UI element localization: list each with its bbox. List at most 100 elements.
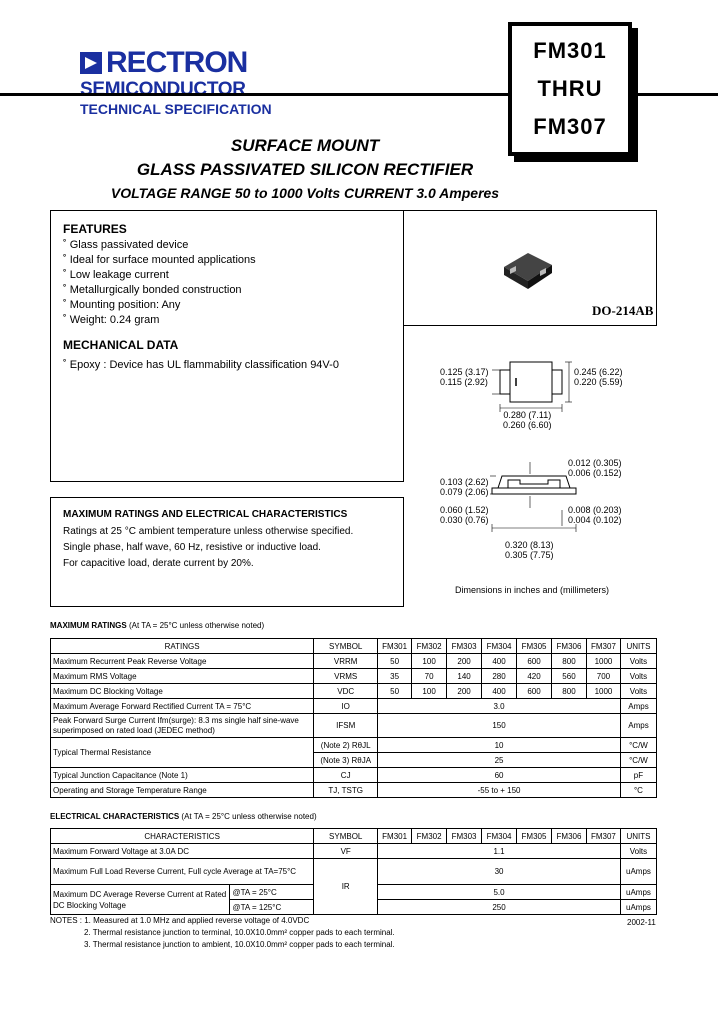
dim-value: 0.125 (3.17) [440, 367, 489, 377]
dim-value: 0.008 (0.203) [568, 505, 622, 515]
cell: 700 [585, 668, 621, 684]
dim-value: 0.305 (7.75) [505, 550, 554, 560]
row-label: Peak Forward Surge Current Ifm(surge): 8… [49, 713, 315, 738]
table-row: Typical Thermal Resistance (Note 2) RθJL… [49, 737, 658, 768]
cell: 280 [481, 668, 518, 684]
table-row: Maximum Average Forward Rectified Curren… [49, 698, 658, 714]
electrical-table: CHARACTERISTICS SYMBOL FM301 FM302 FM303… [49, 828, 658, 915]
cell: 200 [446, 683, 483, 699]
cell: 100 [411, 683, 448, 699]
package-image [504, 253, 552, 289]
table-row: Maximum DC Blocking Voltage VDC 50 100 2… [49, 683, 658, 699]
dim-value: 0.030 (0.76) [440, 515, 489, 525]
part-line-2: THRU [537, 76, 603, 101]
dimensions-caption: Dimensions in inches and (millimeters) [455, 585, 610, 595]
mechanical-list: Epoxy : Device has UL flammability class… [63, 358, 339, 373]
dim-value: 0.060 (1.52) [440, 505, 489, 515]
features-box: FEATURES Glass passivated device Ideal f… [50, 210, 404, 482]
cell: 800 [551, 683, 587, 699]
electrical-title-text: ELECTRICAL CHARACTERISTICS [50, 812, 180, 821]
title-line-2: GLASS PASSIVATED SILICON RECTIFIER [136, 160, 474, 179]
note-line: 3. Thermal resistance junction to ambien… [84, 940, 395, 949]
package-label: DO-214AB [592, 303, 654, 318]
row-label: Maximum Forward Voltage at 3.0A DC [49, 843, 315, 859]
header-rule [0, 93, 718, 96]
electrical-title-note: (At TA = 25°C unless otherwise noted) [181, 812, 317, 821]
table-header-row: CHARACTERISTICS SYMBOL FM301 FM302 FM303… [49, 828, 658, 844]
column-header: FM301 [377, 638, 413, 654]
column-header: FM305 [516, 638, 552, 654]
ratings-heading: MAXIMUM RATINGS AND ELECTRICAL CHARACTER… [63, 509, 348, 520]
row-condition: @TA = 125°C [229, 899, 315, 915]
dim-value: 0.012 (0.305) [568, 458, 622, 468]
column-header: FM307 [585, 828, 621, 844]
row-unit: Volts [619, 843, 658, 859]
ratings-box: MAXIMUM RATINGS AND ELECTRICAL CHARACTER… [50, 497, 404, 607]
row-label: Operating and Storage Temperature Range [49, 782, 315, 798]
cell: 140 [446, 668, 483, 684]
tech-spec-label: TECHNICAL SPECIFICATION [80, 101, 272, 117]
brand-name: RECTRON [106, 46, 248, 79]
features-heading: FEATURES [63, 222, 127, 236]
row-label: Maximum Recurrent Peak Reverse Voltage [49, 653, 315, 669]
table-header-row: RATINGS SYMBOL FM301 FM302 FM303 FM304 F… [49, 638, 658, 654]
column-header: UNITS [619, 638, 658, 654]
column-header: FM303 [446, 828, 483, 844]
column-header: FM302 [411, 638, 448, 654]
table-row: Peak Forward Surge Current Ifm(surge): 8… [49, 713, 658, 738]
column-header: FM304 [481, 638, 518, 654]
row-condition: @TA = 25°C [229, 884, 315, 900]
max-ratings-table: RATINGS SYMBOL FM301 FM302 FM303 FM304 F… [49, 638, 658, 798]
dim-side-right-top: 0.012 (0.305) 0.006 (0.152) [568, 458, 622, 478]
dim-top-bottom: 0.280 (7.11) 0.260 (6.60) [503, 410, 552, 430]
cell: 800 [551, 653, 587, 669]
table-row: @TA = 125°C 250 uAmps [51, 899, 658, 915]
row-symbol: (Note 3) RθJA [313, 752, 379, 768]
cell: 70 [411, 668, 448, 684]
cell: 600 [516, 653, 552, 669]
max-ratings-title-text: MAXIMUM RATINGS [50, 621, 127, 630]
dim-value: 0.103 (2.62) [440, 477, 489, 487]
part-line-3: FM307 [533, 114, 607, 139]
row-symbol: VDC [313, 683, 379, 699]
row-symbol: TJ, TSTG [313, 782, 379, 798]
dim-side-left: 0.103 (2.62) 0.079 (2.06) [440, 477, 489, 497]
row-label: Maximum Average Forward Rectified Curren… [49, 698, 315, 714]
mechanical-item: Epoxy : Device has UL flammability class… [63, 358, 339, 373]
row-symbol: IO [313, 698, 379, 714]
mechanical-heading: MECHANICAL DATA [63, 338, 179, 352]
row-symbol: IFSM [313, 713, 379, 738]
ratings-note-line: For capacitive load, derate current by 2… [63, 558, 254, 569]
cell: 1000 [585, 683, 621, 699]
cell-span: 5.0 [377, 884, 621, 900]
part-line-1: FM301 [533, 38, 607, 63]
column-header: FM306 [551, 638, 587, 654]
ratings-note-line: Single phase, half wave, 60 Hz, resistiv… [63, 542, 321, 553]
table-row: Maximum Recurrent Peak Reverse Voltage V… [49, 653, 658, 669]
title-line-1: SURFACE MOUNT [230, 136, 380, 155]
dim-value: 0.079 (2.06) [440, 487, 489, 497]
dim-value: 0.004 (0.102) [568, 515, 622, 525]
row-label: Maximum RMS Voltage [49, 668, 315, 684]
column-header: UNITS [619, 828, 658, 844]
cell-span: 1.1 [377, 843, 621, 859]
ratings-note-line: Ratings at 25 °C ambient temperature unl… [63, 526, 354, 537]
cell-span: 30 [377, 858, 621, 885]
row-symbol: CJ [313, 767, 379, 783]
feature-item: Ideal for surface mounted applications [63, 253, 256, 268]
row-unit: °C [619, 782, 658, 798]
column-header: FM301 [377, 828, 413, 844]
row-symbol: VRMS [313, 668, 379, 684]
row-unit: uAmps [619, 899, 658, 915]
row-unit: uAmps [619, 858, 658, 885]
cell-span: 3.0 [377, 698, 621, 714]
cell-span: 250 [377, 899, 621, 915]
cell-span: 25 [377, 752, 621, 768]
note-line: 2. Thermal resistance junction to termin… [84, 928, 395, 937]
max-ratings-title-note: (At TA = 25°C unless otherwise noted) [128, 621, 265, 630]
dim-top-right: 0.245 (6.22) 0.220 (5.59) [574, 367, 623, 387]
row-label: Typical Thermal Resistance [49, 737, 315, 768]
rectron-logo-icon [80, 52, 102, 74]
row-unit: Volts [619, 683, 658, 699]
semiconductor-label: SEMICONDUCTOR [80, 79, 246, 100]
